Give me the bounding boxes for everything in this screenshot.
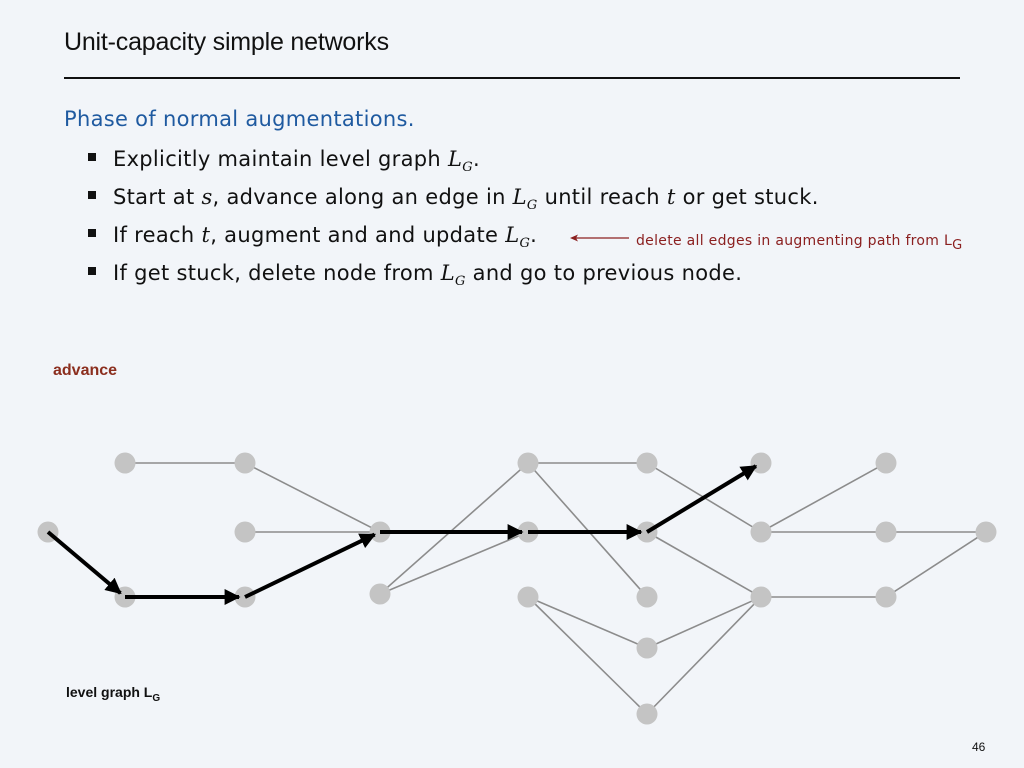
slide-title: Unit-capacity simple networks — [64, 28, 389, 56]
graph-edge — [646, 597, 760, 649]
bullet-marker — [88, 229, 96, 237]
graph-node — [750, 452, 772, 474]
graph-node — [517, 452, 539, 474]
graph-edge — [760, 463, 885, 533]
graph-node — [234, 452, 256, 474]
graph-node — [875, 452, 897, 474]
graph-edge — [379, 531, 527, 595]
graph-node — [875, 521, 897, 543]
graph-edge — [885, 532, 985, 598]
graph-node — [750, 521, 772, 543]
graph-edge — [646, 531, 760, 597]
section-heading: Phase of normal augmentations. — [64, 107, 415, 131]
bullet-item: If get stuck, delete node from LG and go… — [86, 258, 819, 296]
graph-node — [750, 586, 772, 608]
bullet-marker — [88, 191, 96, 199]
edges-layer — [125, 462, 985, 715]
advance-label: advance — [53, 362, 118, 379]
graph-node — [636, 703, 658, 725]
advance-path-edge — [46, 530, 122, 595]
bullet-marker — [88, 153, 96, 161]
level-graph-label: level graph LG — [66, 684, 161, 704]
graph-node — [875, 586, 897, 608]
graph-node — [114, 452, 136, 474]
annotation-arrow-icon — [570, 234, 629, 242]
bullet-item: If reach t, augment and and update LG. — [86, 220, 819, 258]
graph-edge — [527, 596, 647, 714]
bullet-item: Start at s, advance along an edge in LG … — [86, 182, 819, 220]
bullet-list: Explicitly maintain level graph LG. Star… — [86, 144, 819, 296]
bullet-item: Explicitly maintain level graph LG. — [86, 144, 819, 182]
annotation-note: delete all edges in augmenting path from… — [636, 233, 963, 253]
graph-node — [636, 452, 658, 474]
graph-node — [975, 521, 997, 543]
graph-node — [369, 583, 391, 605]
graph-edge — [527, 596, 646, 649]
graph-node — [636, 586, 658, 608]
graph-edge — [244, 462, 379, 532]
graph-node — [517, 586, 539, 608]
advance-path-edge — [244, 532, 377, 599]
bullet-marker — [88, 267, 96, 275]
graph-node — [636, 637, 658, 659]
page-number: 46 — [972, 740, 986, 754]
nodes-layer — [37, 452, 997, 725]
graph-edge — [379, 463, 528, 595]
title-divider — [64, 77, 960, 79]
graph-edge — [646, 597, 761, 715]
advance-path-edge — [645, 464, 758, 534]
graph-node — [234, 521, 256, 543]
advance-path-layer — [46, 464, 758, 605]
graph-edge — [527, 462, 647, 597]
